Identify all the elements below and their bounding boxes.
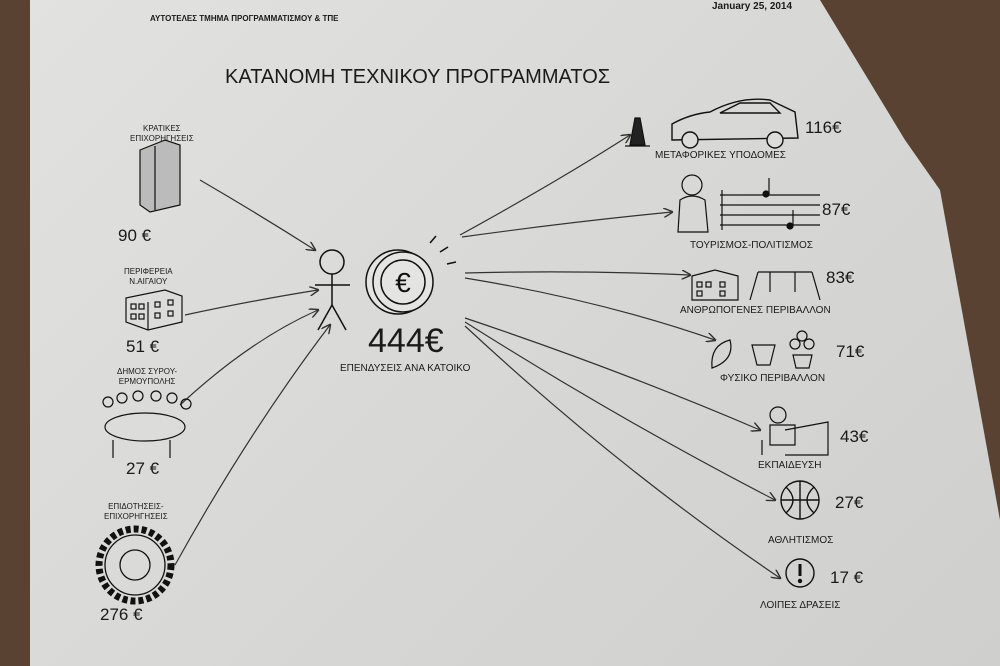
arrow-source-2	[184, 290, 318, 316]
euro-coin-icon: €	[365, 235, 457, 315]
source-value-subsidies: 276 €	[100, 605, 143, 624]
exclamation-icon	[785, 558, 815, 588]
arrow-source-3	[179, 310, 318, 406]
use-value-transport: 116€	[805, 118, 842, 137]
use-value-sports: 27€	[835, 493, 864, 512]
use-value-nature: 71€	[836, 342, 865, 361]
arrow-use-5	[464, 317, 760, 430]
office-building-icon	[139, 139, 181, 213]
use-label-tourism: ΤΟΥΡΙΣΜΟΣ-ΠΟΛΙΤΙΣΜΟΣ	[690, 240, 813, 251]
use-label-other: ΛΟΙΠΕΣ ΔΡΑΣΕΙΣ	[760, 600, 841, 611]
use-value-other: 17 €	[830, 568, 864, 587]
student-desk-icon	[761, 406, 829, 456]
arrow-use-2	[461, 212, 672, 238]
use-label-built-env: ΑΝΘΡΩΠΟΓΕΝΕΣ ΠΕΡΙΒΑΛΛΟΝ	[680, 305, 831, 316]
arrow-use-6	[464, 321, 775, 500]
use-label-nature: ΦΥΣΙΚΟ ΠΕΡΙΒΑΛΛΟΝ	[720, 373, 826, 384]
arrow-use-3	[464, 272, 690, 275]
page-title: ΚΑΤΑΝΟΜΗ ΤΕΧΝΙΚΟΥ ΠΡΟΓΡΑΜΜΑΤΟΣ	[225, 66, 611, 88]
use-value-built-env: 83€	[826, 268, 855, 287]
source-value-municipality: 27 €	[126, 459, 160, 478]
document-date: January 25, 2014	[712, 1, 793, 12]
department-header: ΑΥΤΟΤΕΛΕΣ ΤΜΗΜΑ ΠΡΟΓΡΑΜΜΑΤΙΣΜΟΥ & ΤΠΕ	[150, 14, 339, 23]
regional-building-icon	[125, 289, 183, 331]
buildings-playground-icon	[691, 269, 821, 301]
use-value-tourism: 87€	[822, 200, 851, 219]
source-label-municipality: ΔΗΜΟΣ ΣΥΡΟΥ-ΕΡΜΟΥΠΟΛΗΣ	[117, 367, 178, 386]
council-table-icon	[102, 390, 192, 458]
center-value: 444€	[368, 322, 444, 360]
use-label-sports: ΑΘΛΗΤΙΣΜΟΣ	[768, 535, 834, 546]
traffic-cone-icon	[625, 117, 650, 147]
source-value-state-grants: 90 €	[118, 226, 152, 245]
nature-icon	[711, 330, 815, 369]
tourist-music-icon	[677, 174, 820, 233]
source-label-subsidies: ΕΠΙΔΟΤΗΣΕΙΣ-ΕΠΙΧΟΡΗΓΗΣΕΙΣ	[104, 502, 168, 521]
person-icon	[315, 249, 350, 331]
arrow-source-4	[174, 325, 330, 566]
source-value-region: 51 €	[126, 337, 160, 356]
car-icon	[671, 98, 799, 149]
arrow-source-1	[199, 179, 315, 250]
use-value-education: 43€	[840, 427, 869, 446]
gear-icon	[95, 525, 175, 605]
use-label-transport: ΜΕΤΑΦΟΡΙΚΕΣ ΥΠΟΔΟΜΕΣ	[655, 150, 786, 161]
arrow-use-7	[464, 325, 780, 578]
basketball-icon	[780, 480, 820, 520]
arrow-use-1	[459, 135, 630, 236]
arrow-use-4	[464, 277, 715, 340]
use-label-education: ΕΚΠΑΙΔΕΥΣΗ	[758, 460, 822, 471]
svg-text:€: €	[395, 267, 411, 298]
center-label: ΕΠΕΝΔΥΣΕΙΣ ΑΝΑ ΚΑΤΟΙΚΟ	[340, 363, 471, 374]
